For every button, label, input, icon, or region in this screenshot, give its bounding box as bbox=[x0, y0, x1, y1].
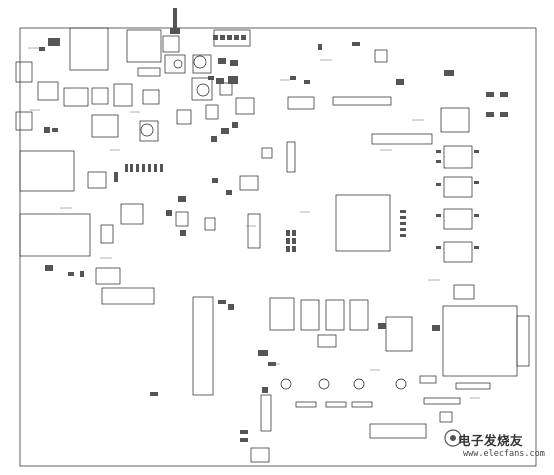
module-u7 bbox=[19, 213, 91, 257]
ic-u28 bbox=[269, 297, 295, 331]
connector-j7 bbox=[442, 305, 518, 377]
chip-u12 bbox=[175, 211, 189, 227]
capacitor-c6 bbox=[173, 59, 183, 69]
ic-u30 bbox=[325, 299, 345, 331]
ic-u29 bbox=[300, 299, 320, 331]
crystal-y1 bbox=[317, 334, 337, 348]
connector-j4 bbox=[371, 133, 433, 145]
sd-card-slot bbox=[369, 423, 427, 439]
ic-u31 bbox=[349, 299, 369, 331]
usb-connector bbox=[250, 447, 270, 463]
small-smd-parts bbox=[39, 8, 508, 442]
button-k1 bbox=[419, 375, 437, 384]
regulator-u5 bbox=[91, 114, 119, 138]
connector-j7-body bbox=[516, 315, 530, 367]
chip-u27 bbox=[239, 175, 259, 191]
silkscreen-labels bbox=[28, 47, 480, 399]
chip-u34 bbox=[439, 411, 453, 423]
button-k3 bbox=[318, 378, 330, 390]
capacitor-c3 bbox=[193, 55, 207, 69]
power-regulator-u1 bbox=[69, 27, 109, 71]
inductor-l2 bbox=[139, 120, 159, 142]
chip-u26 bbox=[261, 147, 273, 159]
chip-u10 bbox=[100, 224, 114, 244]
watermark-logo-dot bbox=[450, 435, 456, 441]
connector-j9 bbox=[423, 397, 461, 405]
chip-u8 bbox=[87, 171, 107, 189]
ic-u21 bbox=[443, 176, 473, 198]
resistor-r2 bbox=[325, 401, 347, 408]
ic-u23 bbox=[443, 241, 473, 263]
chip-u16 bbox=[176, 109, 192, 125]
transistor-q1 bbox=[162, 35, 180, 53]
power-regulator-u2 bbox=[126, 29, 162, 63]
capacitor-c1 bbox=[37, 81, 59, 101]
ic-u32 bbox=[385, 316, 413, 352]
resistor-r3 bbox=[351, 401, 373, 408]
connector-j3 bbox=[332, 96, 392, 106]
chip-u19 bbox=[440, 107, 470, 133]
chip-u14 bbox=[219, 82, 233, 96]
inductor-l3 bbox=[192, 54, 212, 74]
resistor-r1 bbox=[295, 401, 317, 408]
inductor-l1 bbox=[164, 54, 186, 74]
watermark-url: www.elecfans.com bbox=[463, 449, 545, 459]
chip-u15 bbox=[235, 97, 255, 115]
chip-u18 bbox=[374, 49, 388, 63]
connector-bar-left bbox=[101, 287, 155, 305]
ic-u22 bbox=[443, 208, 473, 230]
diode-d1 bbox=[91, 87, 109, 105]
capacitor-c5 bbox=[140, 123, 154, 137]
capacitor-c2 bbox=[142, 89, 160, 105]
chip-u25 bbox=[247, 213, 261, 249]
board-outline bbox=[19, 27, 537, 467]
switch-sw2 bbox=[453, 284, 475, 300]
button-k5 bbox=[395, 378, 407, 390]
chip-u9 bbox=[120, 203, 144, 225]
regulator-u4 bbox=[113, 83, 133, 107]
connector-j8 bbox=[455, 382, 491, 390]
processor-u24 bbox=[335, 194, 391, 252]
button-k2 bbox=[280, 378, 292, 390]
module-u6 bbox=[19, 150, 75, 192]
capacitor-c4 bbox=[196, 83, 210, 97]
connector-j1 bbox=[15, 61, 33, 83]
connector-j2 bbox=[15, 111, 33, 131]
chip-u33 bbox=[260, 394, 272, 432]
watermark-logo-icon bbox=[444, 429, 462, 447]
slot-connector-j6 bbox=[192, 296, 214, 396]
connector-j5 bbox=[286, 141, 296, 173]
watermark-brand-text: 电子发烧友 bbox=[458, 433, 524, 448]
chip-u17 bbox=[205, 104, 219, 120]
inductor-l4 bbox=[191, 77, 213, 101]
chip-u11 bbox=[95, 267, 121, 285]
watermark-badge bbox=[444, 429, 462, 447]
ic-u20 bbox=[443, 145, 473, 169]
chip-u13 bbox=[204, 217, 216, 231]
regulator-u3 bbox=[63, 87, 89, 107]
resistor-array bbox=[137, 67, 161, 77]
button-k4 bbox=[353, 378, 365, 390]
switch-sw1 bbox=[287, 96, 315, 110]
